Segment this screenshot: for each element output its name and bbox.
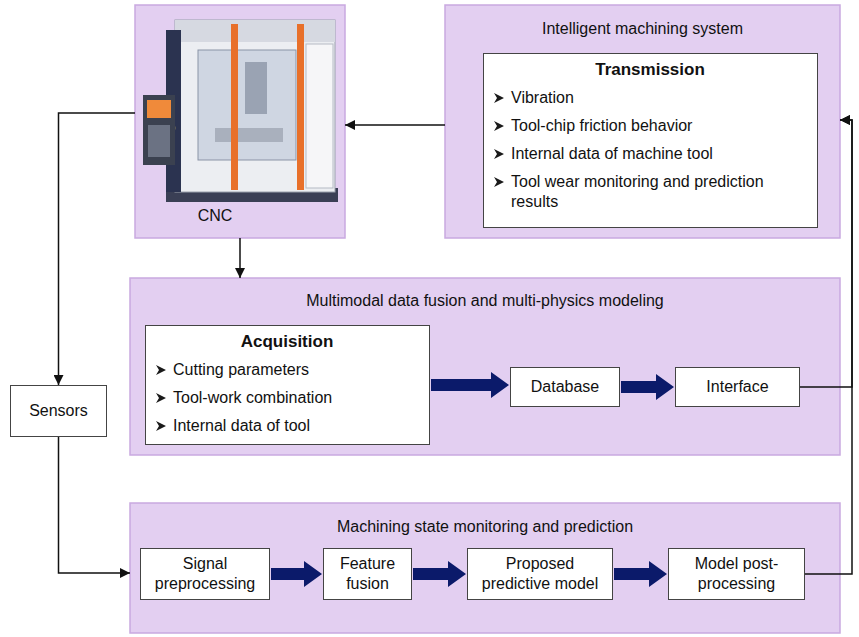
list-row: Tool-work combination <box>155 388 419 408</box>
list-item: Tool-chip friction behavior <box>511 116 692 136</box>
process-box: Model post-processing <box>668 548 805 600</box>
connector-layer <box>59 113 853 587</box>
list-heading: Acquisition <box>241 332 334 351</box>
list-row: Tool-chip friction behavior <box>493 116 807 136</box>
list-row: Acquisition <box>155 332 419 352</box>
bullet-arrow-shape <box>494 93 504 103</box>
block-arrow <box>614 561 667 587</box>
process-box: Interface <box>675 367 800 407</box>
bullet-arrow <box>493 119 505 133</box>
panel-background <box>130 278 840 455</box>
list-row: Cutting parameters <box>155 360 419 380</box>
panel-layer <box>130 5 840 633</box>
block-arrow <box>413 561 466 587</box>
bullet-arrow <box>155 363 167 377</box>
pendant-keys <box>148 125 170 157</box>
block-arrow <box>271 561 322 587</box>
machine-window <box>198 50 296 160</box>
list-heading: Transmission <box>595 60 705 79</box>
process-box: Sensors <box>10 385 107 437</box>
box-label: Database <box>531 377 600 397</box>
process-box: Signal preprocessing <box>140 548 270 600</box>
list-row: Internal data of tool <box>155 416 419 436</box>
list-item: Cutting parameters <box>173 360 309 380</box>
module-panel: Machining state monitoring and predictio… <box>130 503 840 633</box>
bullet-arrow-shape <box>156 393 166 403</box>
control-pendant <box>143 95 175 165</box>
pendant-screen <box>147 100 171 118</box>
machine-panel: CNC <box>135 5 345 238</box>
bullet-arrow <box>493 147 505 161</box>
bullet-arrow <box>155 391 167 405</box>
list-item: Internal data of tool <box>173 416 310 436</box>
panel-title: CNC <box>198 206 233 226</box>
bullet-arrow-shape <box>156 421 166 431</box>
box-label: Sensors <box>29 401 88 421</box>
connector-arrow <box>59 113 136 385</box>
machine-side-door <box>306 44 333 188</box>
bullet-arrow <box>493 175 505 189</box>
bullet-arrow <box>493 91 505 105</box>
module-panel: Intelligent machining systemTransmission… <box>445 5 840 238</box>
panel-title: Intelligent machining system <box>445 19 840 39</box>
process-box: Feature fusion <box>323 548 412 600</box>
list-item: Tool wear monitoring and prediction resu… <box>511 172 807 212</box>
module-panel: Multimodal data fusion and multi-physics… <box>130 278 840 455</box>
list-box: TransmissionVibrationTool-chip friction … <box>483 53 818 228</box>
panel-title: Machining state monitoring and predictio… <box>130 517 840 537</box>
box-label: Proposed predictive model <box>476 554 604 594</box>
list-item: Vibration <box>511 88 574 108</box>
panel-title: Multimodal data fusion and multi-physics… <box>130 291 840 311</box>
connector-arrow <box>239 238 241 278</box>
bullet-arrow <box>155 419 167 433</box>
connector-arrow <box>59 437 131 573</box>
machine-spindle <box>245 62 267 114</box>
list-row: Internal data of machine tool <box>493 144 807 164</box>
block-arrow <box>431 372 509 398</box>
machine-top-band <box>175 20 335 42</box>
list-row: Tool wear monitoring and prediction resu… <box>493 172 807 212</box>
bullet-arrow-shape <box>156 365 166 375</box>
box-label: Signal preprocessing <box>149 554 261 594</box>
block-arrow <box>621 374 674 400</box>
bullet-arrow-shape <box>494 149 504 159</box>
bullet-arrow-shape <box>494 177 504 187</box>
list-item: Internal data of machine tool <box>511 144 713 164</box>
machine-table <box>215 128 283 142</box>
machine-stripe <box>297 24 304 190</box>
list-box: AcquisitionCutting parametersTool-work c… <box>145 325 430 445</box>
panel-background <box>445 5 840 238</box>
machine-stripe <box>231 24 238 190</box>
machine-body <box>175 20 335 192</box>
box-label: Interface <box>706 377 768 397</box>
process-box: Database <box>510 367 620 407</box>
box-label: Feature fusion <box>332 554 403 594</box>
panel-background <box>130 503 840 633</box>
process-box: Proposed predictive model <box>467 548 613 600</box>
cnc-machine-illustration <box>143 20 338 202</box>
list-row: Transmission <box>493 60 807 80</box>
list-row: Vibration <box>493 88 807 108</box>
bullet-arrow-shape <box>494 121 504 131</box>
panel-background <box>135 5 345 238</box>
list-item: Tool-work combination <box>173 388 332 408</box>
connector-arrow <box>345 124 445 126</box>
box-label: Model post-processing <box>677 554 796 594</box>
